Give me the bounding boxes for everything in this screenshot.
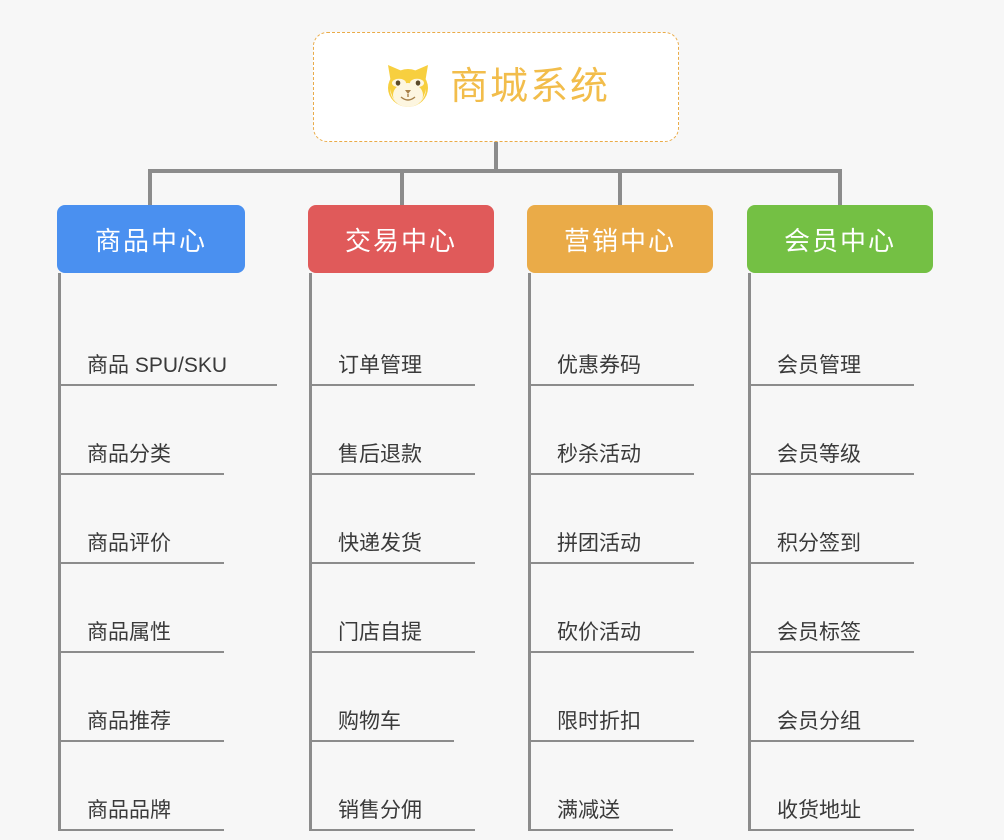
list-item[interactable]: 商品 SPU/SKU xyxy=(61,295,245,384)
leaf-label: 优惠券码 xyxy=(557,353,641,377)
list-item[interactable]: 收货地址 xyxy=(751,740,933,829)
list-item[interactable]: 会员标签 xyxy=(751,562,933,651)
leaf-label: 快递发货 xyxy=(338,531,422,555)
list-item[interactable]: 秒杀活动 xyxy=(531,384,713,473)
leaf-label: 商品 SPU/SKU xyxy=(87,353,228,377)
leaf-rule xyxy=(528,562,694,564)
connector-drop-3 xyxy=(618,169,622,207)
leaf-rule xyxy=(309,651,475,653)
category-header-member[interactable]: 会员中心 xyxy=(747,205,933,273)
leaf-rule xyxy=(309,740,454,742)
leaf-rule xyxy=(58,651,224,653)
leaf-rule xyxy=(528,740,694,742)
root-title: 商城系统 xyxy=(449,66,610,108)
leaf-rule xyxy=(748,384,914,386)
list-item[interactable]: 商品评价 xyxy=(61,473,245,562)
list-item[interactable]: 快递发货 xyxy=(312,473,494,562)
leaf-label: 订单管理 xyxy=(338,353,422,377)
leaf-rule xyxy=(528,829,673,831)
leaf-label: 商品属性 xyxy=(87,620,171,644)
list-item[interactable]: 限时折扣 xyxy=(531,651,713,740)
list-item[interactable]: 商品品牌 xyxy=(61,740,245,829)
leaf-list-trade: 订单管理 售后退款 快递发货 门店自提 购物车 销售分佣 xyxy=(309,273,494,831)
list-item[interactable]: 门店自提 xyxy=(312,562,494,651)
leaf-label: 销售分佣 xyxy=(338,798,422,822)
leaf-rule xyxy=(528,651,694,653)
leaf-rule xyxy=(748,740,914,742)
leaf-rule xyxy=(309,829,475,831)
leaf-rule xyxy=(309,473,475,475)
list-item[interactable]: 商品推荐 xyxy=(61,651,245,740)
list-item[interactable]: 商品分类 xyxy=(61,384,245,473)
leaf-rule xyxy=(528,473,694,475)
leaf-rule xyxy=(58,740,224,742)
leaf-rule xyxy=(58,473,224,475)
list-item[interactable]: 购物车 xyxy=(312,651,494,740)
list-item[interactable]: 订单管理 xyxy=(312,295,494,384)
leaf-label: 购物车 xyxy=(338,709,401,733)
list-item[interactable]: 满减送 xyxy=(531,740,713,829)
category-title: 交易中心 xyxy=(344,225,457,256)
leaf-label: 满减送 xyxy=(557,798,620,822)
list-item[interactable]: 优惠券码 xyxy=(531,295,713,384)
connector-root-stem xyxy=(494,142,498,172)
list-item[interactable]: 会员分组 xyxy=(751,651,933,740)
category-title: 会员中心 xyxy=(783,225,896,256)
leaf-label: 商品推荐 xyxy=(87,709,171,733)
leaf-label: 积分签到 xyxy=(777,531,861,555)
category-column-trade: 交易中心 订单管理 售后退款 快递发货 门店自提 购物车 xyxy=(308,205,494,831)
leaf-label: 收货地址 xyxy=(777,798,861,822)
list-item[interactable]: 销售分佣 xyxy=(312,740,494,829)
leaf-label: 商品品牌 xyxy=(87,798,171,822)
category-header-trade[interactable]: 交易中心 xyxy=(308,205,494,273)
category-header-product[interactable]: 商品中心 xyxy=(57,205,245,273)
leaf-label: 商品分类 xyxy=(87,442,171,466)
leaf-label: 会员分组 xyxy=(777,709,861,733)
leaf-label: 售后退款 xyxy=(338,442,422,466)
list-item[interactable]: 会员管理 xyxy=(751,295,933,384)
leaf-label: 拼团活动 xyxy=(557,531,641,555)
leaf-rule xyxy=(528,384,694,386)
connector-drop-1 xyxy=(148,169,152,207)
leaf-label: 会员标签 xyxy=(777,620,861,644)
leaf-label: 秒杀活动 xyxy=(557,442,641,466)
leaf-rule xyxy=(748,562,914,564)
connector-horizontal-bus xyxy=(150,169,840,173)
category-title: 营销中心 xyxy=(563,225,676,256)
root-node[interactable]: 商城系统 xyxy=(313,32,679,142)
leaf-rule xyxy=(748,651,914,653)
leaf-rule xyxy=(58,562,224,564)
category-column-marketing: 营销中心 优惠券码 秒杀活动 拼团活动 砍价活动 限时折扣 xyxy=(527,205,713,831)
leaf-label: 会员管理 xyxy=(777,353,861,377)
list-item[interactable]: 会员等级 xyxy=(751,384,933,473)
shiba-dog-icon xyxy=(382,61,434,113)
leaf-rule xyxy=(748,473,914,475)
list-item[interactable]: 售后退款 xyxy=(312,384,494,473)
leaf-label: 门店自提 xyxy=(338,620,422,644)
leaf-list-member: 会员管理 会员等级 积分签到 会员标签 会员分组 收货地址 xyxy=(748,273,933,831)
leaf-label: 会员等级 xyxy=(777,442,861,466)
list-item[interactable]: 积分签到 xyxy=(751,473,933,562)
leaf-label: 砍价活动 xyxy=(557,620,641,644)
leaf-label: 商品评价 xyxy=(87,531,171,555)
list-item[interactable]: 拼团活动 xyxy=(531,473,713,562)
leaf-rule xyxy=(58,384,277,386)
leaf-rule xyxy=(309,384,475,386)
leaf-rule xyxy=(58,829,224,831)
category-header-marketing[interactable]: 营销中心 xyxy=(527,205,713,273)
list-item[interactable]: 商品属性 xyxy=(61,562,245,651)
connector-drop-4 xyxy=(838,169,842,207)
leaf-list-product: 商品 SPU/SKU 商品分类 商品评价 商品属性 商品推荐 商品品牌 xyxy=(58,273,277,831)
leaf-rule xyxy=(748,829,914,831)
category-column-member: 会员中心 会员管理 会员等级 积分签到 会员标签 会员分组 xyxy=(747,205,933,831)
leaf-label: 限时折扣 xyxy=(557,709,641,733)
leaf-rule xyxy=(309,562,475,564)
category-column-product: 商品中心 商品 SPU/SKU 商品分类 商品评价 商品属性 商品推荐 xyxy=(57,205,277,831)
connector-drop-2 xyxy=(400,169,404,207)
leaf-list-marketing: 优惠券码 秒杀活动 拼团活动 砍价活动 限时折扣 满减送 xyxy=(528,273,713,831)
category-title: 商品中心 xyxy=(94,225,207,256)
list-item[interactable]: 砍价活动 xyxy=(531,562,713,651)
